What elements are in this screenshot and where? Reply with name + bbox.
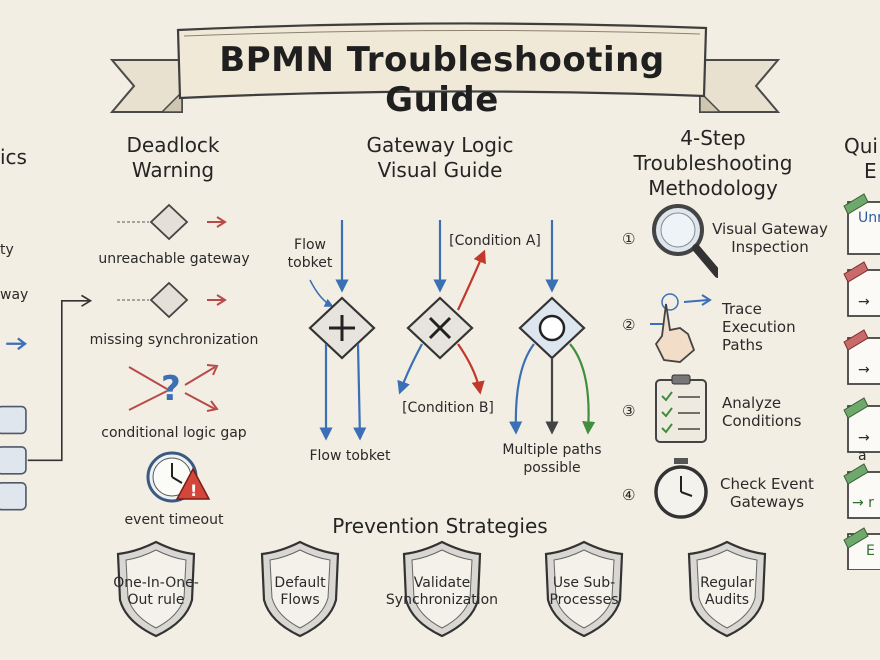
shield-icon <box>687 540 767 638</box>
banner-body <box>176 22 708 100</box>
methodology-heading-line-2: Troubleshooting <box>633 151 793 175</box>
banner-right-tail <box>699 59 781 113</box>
deadlock-item-2-label: missing synchronization <box>89 332 259 348</box>
quick-card-4-text: → a <box>858 430 870 464</box>
methodology-icons <box>650 204 718 519</box>
step-1-label-line-1: Visual Gateway <box>712 220 828 238</box>
stopwatch-icon <box>654 458 708 519</box>
left-section-graphics <box>0 294 93 511</box>
pointing-hand-icon <box>650 293 712 363</box>
shield-5-label-line-2: Audits <box>704 592 749 608</box>
deadlock-item-1-label: unreachable gateway <box>98 251 250 267</box>
quick-fix-card <box>843 261 880 317</box>
left-fragment-1: ty <box>0 242 14 258</box>
shield-3-label-line-1: Validate <box>413 575 471 591</box>
svg-text:!: ! <box>190 481 197 500</box>
deadlock-item-4-label: event timeout <box>124 512 224 528</box>
step-2-label-line-2: Execution <box>722 318 796 336</box>
shield-icon <box>544 540 624 638</box>
blue-arrow-icon <box>6 337 27 351</box>
deadlock-heading-line-1: Deadlock <box>126 133 220 157</box>
inclusive-gateway <box>509 220 596 435</box>
quick-fix-card <box>843 463 880 519</box>
condition-a-label: [Condition A] <box>449 233 541 249</box>
condition-b-label: [Condition B] <box>402 400 494 416</box>
quick-fix-card <box>843 527 880 570</box>
inclusive-bottom-label-2: possible <box>523 460 581 476</box>
methodology-heading-line-3: Methodology <box>648 176 778 200</box>
quick-card-5-text: → r <box>852 495 874 511</box>
quick-card-6-text: E <box>866 543 875 559</box>
step-2-label-line-1: Trace <box>722 300 762 318</box>
quick-card-2-text: → <box>858 294 870 310</box>
shield-4-label-line-1: Use Sub- <box>552 575 616 591</box>
shield-icon <box>402 540 482 638</box>
prevention-heading: Prevention Strategies <box>332 514 548 538</box>
step-4-label-line-2: Gateways <box>729 493 805 511</box>
inclusive-bottom-label-1: Multiple paths <box>502 442 602 458</box>
parallel-top-label-1: Flow <box>294 237 326 253</box>
deadlock-icons: ? ! <box>117 203 227 503</box>
prevention-shields <box>116 540 767 638</box>
deadlock-heading-line-2: Warning <box>131 158 215 182</box>
quick-fix-cards <box>843 193 880 570</box>
question-mark-icon: ? <box>128 364 219 412</box>
parallel-top-label-2: tobket <box>287 255 333 271</box>
page-title: BPMN Troubleshooting Guide <box>219 40 665 120</box>
banner-left-tail <box>109 59 183 113</box>
parallel-bottom-label: Flow tobket <box>309 448 391 464</box>
shield-1-label-line-2: Out rule <box>127 592 185 608</box>
shield-3-label-line-2: Synchronization <box>385 592 499 608</box>
quick-heading-line-2: E <box>864 159 877 183</box>
title-banner <box>109 22 781 113</box>
quick-fix-card <box>843 329 880 385</box>
step-4-label-line-1: Check Event <box>720 475 814 493</box>
gateway-diagrams <box>308 220 596 441</box>
parallel-gateway <box>308 220 376 441</box>
deadlock-item-3-label: conditional logic gap <box>101 425 247 441</box>
step-2-label-line-3: Paths <box>722 336 763 354</box>
shield-icon <box>116 540 196 638</box>
shield-2-label-line-2: Flows <box>280 592 320 608</box>
quick-card-3-text: → <box>858 362 870 378</box>
quick-fix-card <box>843 193 880 255</box>
gateway-heading-line-2: Visual Guide <box>377 158 503 182</box>
step-1-label-line-2: Inspection <box>731 238 809 256</box>
left-section-heading: ics <box>0 145 27 169</box>
exclusive-gateway <box>397 220 486 395</box>
shield-5-label-line-1: Regular <box>700 575 754 591</box>
shield-4-label-line-2: Processes <box>549 592 619 608</box>
left-fragment-2: way <box>0 287 29 303</box>
quick-fix-card <box>843 397 880 453</box>
shield-icon <box>260 540 340 638</box>
diamond-gateway-icon <box>117 281 227 319</box>
shield-2-label-line-1: Default <box>274 575 326 591</box>
diamond-gateway-icon <box>117 203 227 241</box>
magnifier-icon <box>652 204 718 278</box>
clock-warning-icon: ! <box>146 451 211 503</box>
methodology-heading-line-1: 4-Step <box>680 126 746 150</box>
shield-1-label-line-1: One-In-One- <box>113 575 199 591</box>
step-3-number: ③ <box>622 402 636 420</box>
step-2-number: ② <box>622 316 636 334</box>
quick-heading-line-1: Qui <box>844 134 878 158</box>
gateway-heading-line-1: Gateway Logic <box>366 133 514 157</box>
clipboard-checklist-icon <box>655 374 707 443</box>
step-3-label-line-1: Analyze <box>722 394 782 412</box>
quick-card-1-text: Unr <box>858 210 880 226</box>
step-3-label-line-2: Conditions <box>722 412 802 430</box>
step-4-number: ④ <box>622 486 636 504</box>
step-1-number: ① <box>622 230 636 248</box>
svg-text:?: ? <box>161 369 181 409</box>
